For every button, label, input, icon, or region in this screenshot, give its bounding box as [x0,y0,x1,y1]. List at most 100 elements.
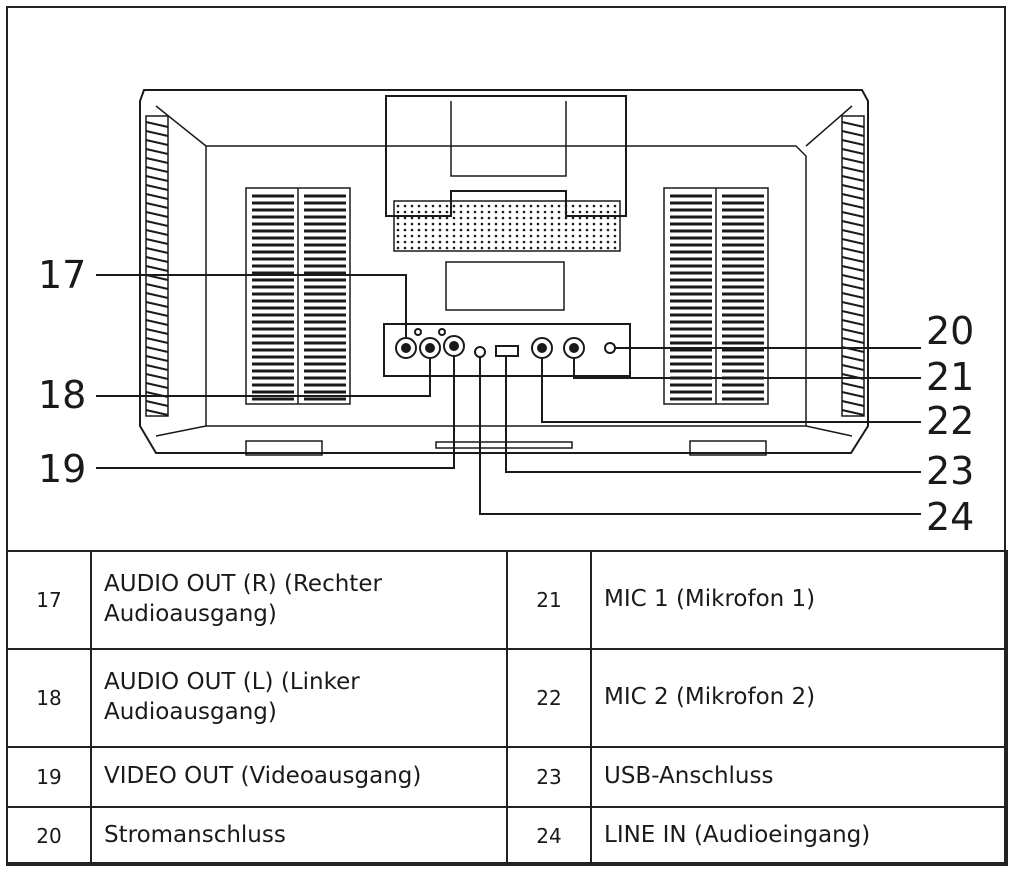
speaker-dot [445,222,449,226]
grille-hatch-line [841,355,865,362]
speaker-dot [613,216,617,220]
speaker-dot [606,228,610,232]
legend-number: 17 [6,550,92,650]
center-speaker-grille [393,200,621,252]
bottom-rail [435,441,573,449]
speaker-dot [599,228,603,232]
speaker-dot [494,240,498,244]
speaker-dot [396,228,400,232]
grille-hatch-line [145,229,169,236]
speaker-dot [606,246,610,250]
speaker-dot [396,210,400,214]
speaker-dot [522,210,526,214]
speaker-dot [410,246,414,250]
speaker-dot [466,228,470,232]
speaker-dot [543,204,547,208]
grille-hatch-line [145,121,169,128]
speaker-dot [543,240,547,244]
grille-hatch-line [145,328,169,335]
speaker-dot [410,222,414,226]
speaker-dot [501,204,505,208]
legend-number: 23 [506,746,592,808]
grille-hatch-line [841,391,865,398]
speaker-dot [606,210,610,214]
speaker-dot [487,228,491,232]
grille-hatch-line [145,211,169,218]
device-rear-illustration: 17 18 19 20 21 22 23 24 [38,89,974,539]
speaker-dot [466,246,470,250]
speaker-dot [410,234,414,238]
speaker-dot [473,210,477,214]
speaker-dot [508,216,512,220]
grille-hatch-line [841,409,865,416]
leader-17 [96,274,407,338]
grille-hatch-line [841,256,865,263]
speaker-dot [557,210,561,214]
speaker-dot [557,246,561,250]
speaker-dot [445,216,449,220]
speaker-dot [466,210,470,214]
speaker-dot [529,246,533,250]
grille-hatch-line [841,121,865,128]
speaker-dot [396,216,400,220]
speaker-dot [459,234,463,238]
grille-hatch-line [841,265,865,272]
legend-description: AUDIO OUT (L) (Linker Audioausgang) [90,648,508,748]
power-jack [604,342,616,354]
speaker-dot [613,234,617,238]
speaker-dot [515,234,519,238]
speaker-dot [529,228,533,232]
speaker-dot [536,210,540,214]
speaker-dot [473,204,477,208]
speaker-dot [550,228,554,232]
speaker-dot [515,228,519,232]
speaker-dot [529,222,533,226]
grille-hatch-line [841,220,865,227]
speaker-dot [403,204,407,208]
speaker-dot [501,222,505,226]
grille-hatch-line [841,292,865,299]
speaker-dot [494,234,498,238]
speaker-dot [459,246,463,250]
speaker-dot [459,228,463,232]
grille-hatch-line [145,256,169,263]
grille-hatch-line [841,166,865,173]
speaker-dot [473,228,477,232]
speaker-dot [564,246,568,250]
legend-description: LINE IN (Audioeingang) [590,806,1008,866]
speaker-dot [501,234,505,238]
speaker-dot [452,234,456,238]
speaker-dot [571,246,575,250]
speaker-dot [522,222,526,226]
speaker-dot [508,240,512,244]
speaker-dot [592,240,596,244]
speaker-dot [417,222,421,226]
speaker-dot [501,210,505,214]
device-inner-panel [205,145,807,427]
speaker-dot [410,228,414,232]
grille-hatch-line [841,148,865,155]
grille-hatch-line [841,130,865,137]
legend-number: 19 [6,746,92,808]
legend-description: USB-Anschluss [590,746,1008,808]
speaker-dot [564,204,568,208]
grille-hatch-line [145,247,169,254]
legend-table: 17 AUDIO OUT (R) (Rechter Audioausgang) … [6,550,1008,866]
speaker-dot [501,246,505,250]
speaker-dot [578,204,582,208]
grille-hatch-line [841,301,865,308]
speaker-dot [452,210,456,214]
grille-hatch-line [841,328,865,335]
speaker-dot [438,246,442,250]
grille-hatch-line [841,247,865,254]
speaker-dot [599,216,603,220]
speaker-dot [431,240,435,244]
speaker-dot [592,228,596,232]
speaker-dot [536,216,540,220]
speaker-dot [480,246,484,250]
speaker-dot [592,216,596,220]
speaker-dot [599,240,603,244]
speaker-dot [550,204,554,208]
speaker-dot [557,204,561,208]
speaker-dot [543,210,547,214]
